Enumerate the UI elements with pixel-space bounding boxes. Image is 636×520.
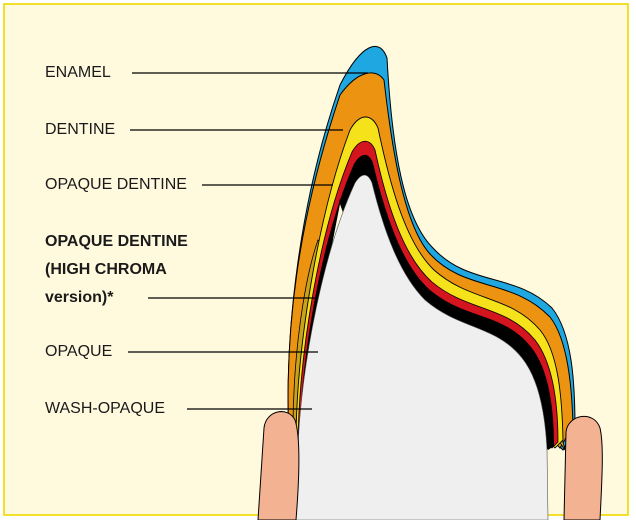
label-high-chroma-line-3: version)*	[45, 287, 113, 309]
label-high-chroma-line-2: (HIGH CHROMA	[45, 259, 167, 281]
right-gum	[564, 416, 602, 520]
left-gum	[258, 412, 299, 520]
label-dentine: DENTINE	[45, 119, 115, 141]
label-opaque-dentine: OPAQUE DENTINE	[45, 174, 187, 196]
label-opaque: OPAQUE	[45, 341, 112, 363]
label-high-chroma-line-1: OPAQUE DENTINE	[45, 231, 188, 253]
label-enamel: ENAMEL	[45, 62, 111, 84]
label-wash-opaque: WASH-OPAQUE	[45, 398, 165, 420]
